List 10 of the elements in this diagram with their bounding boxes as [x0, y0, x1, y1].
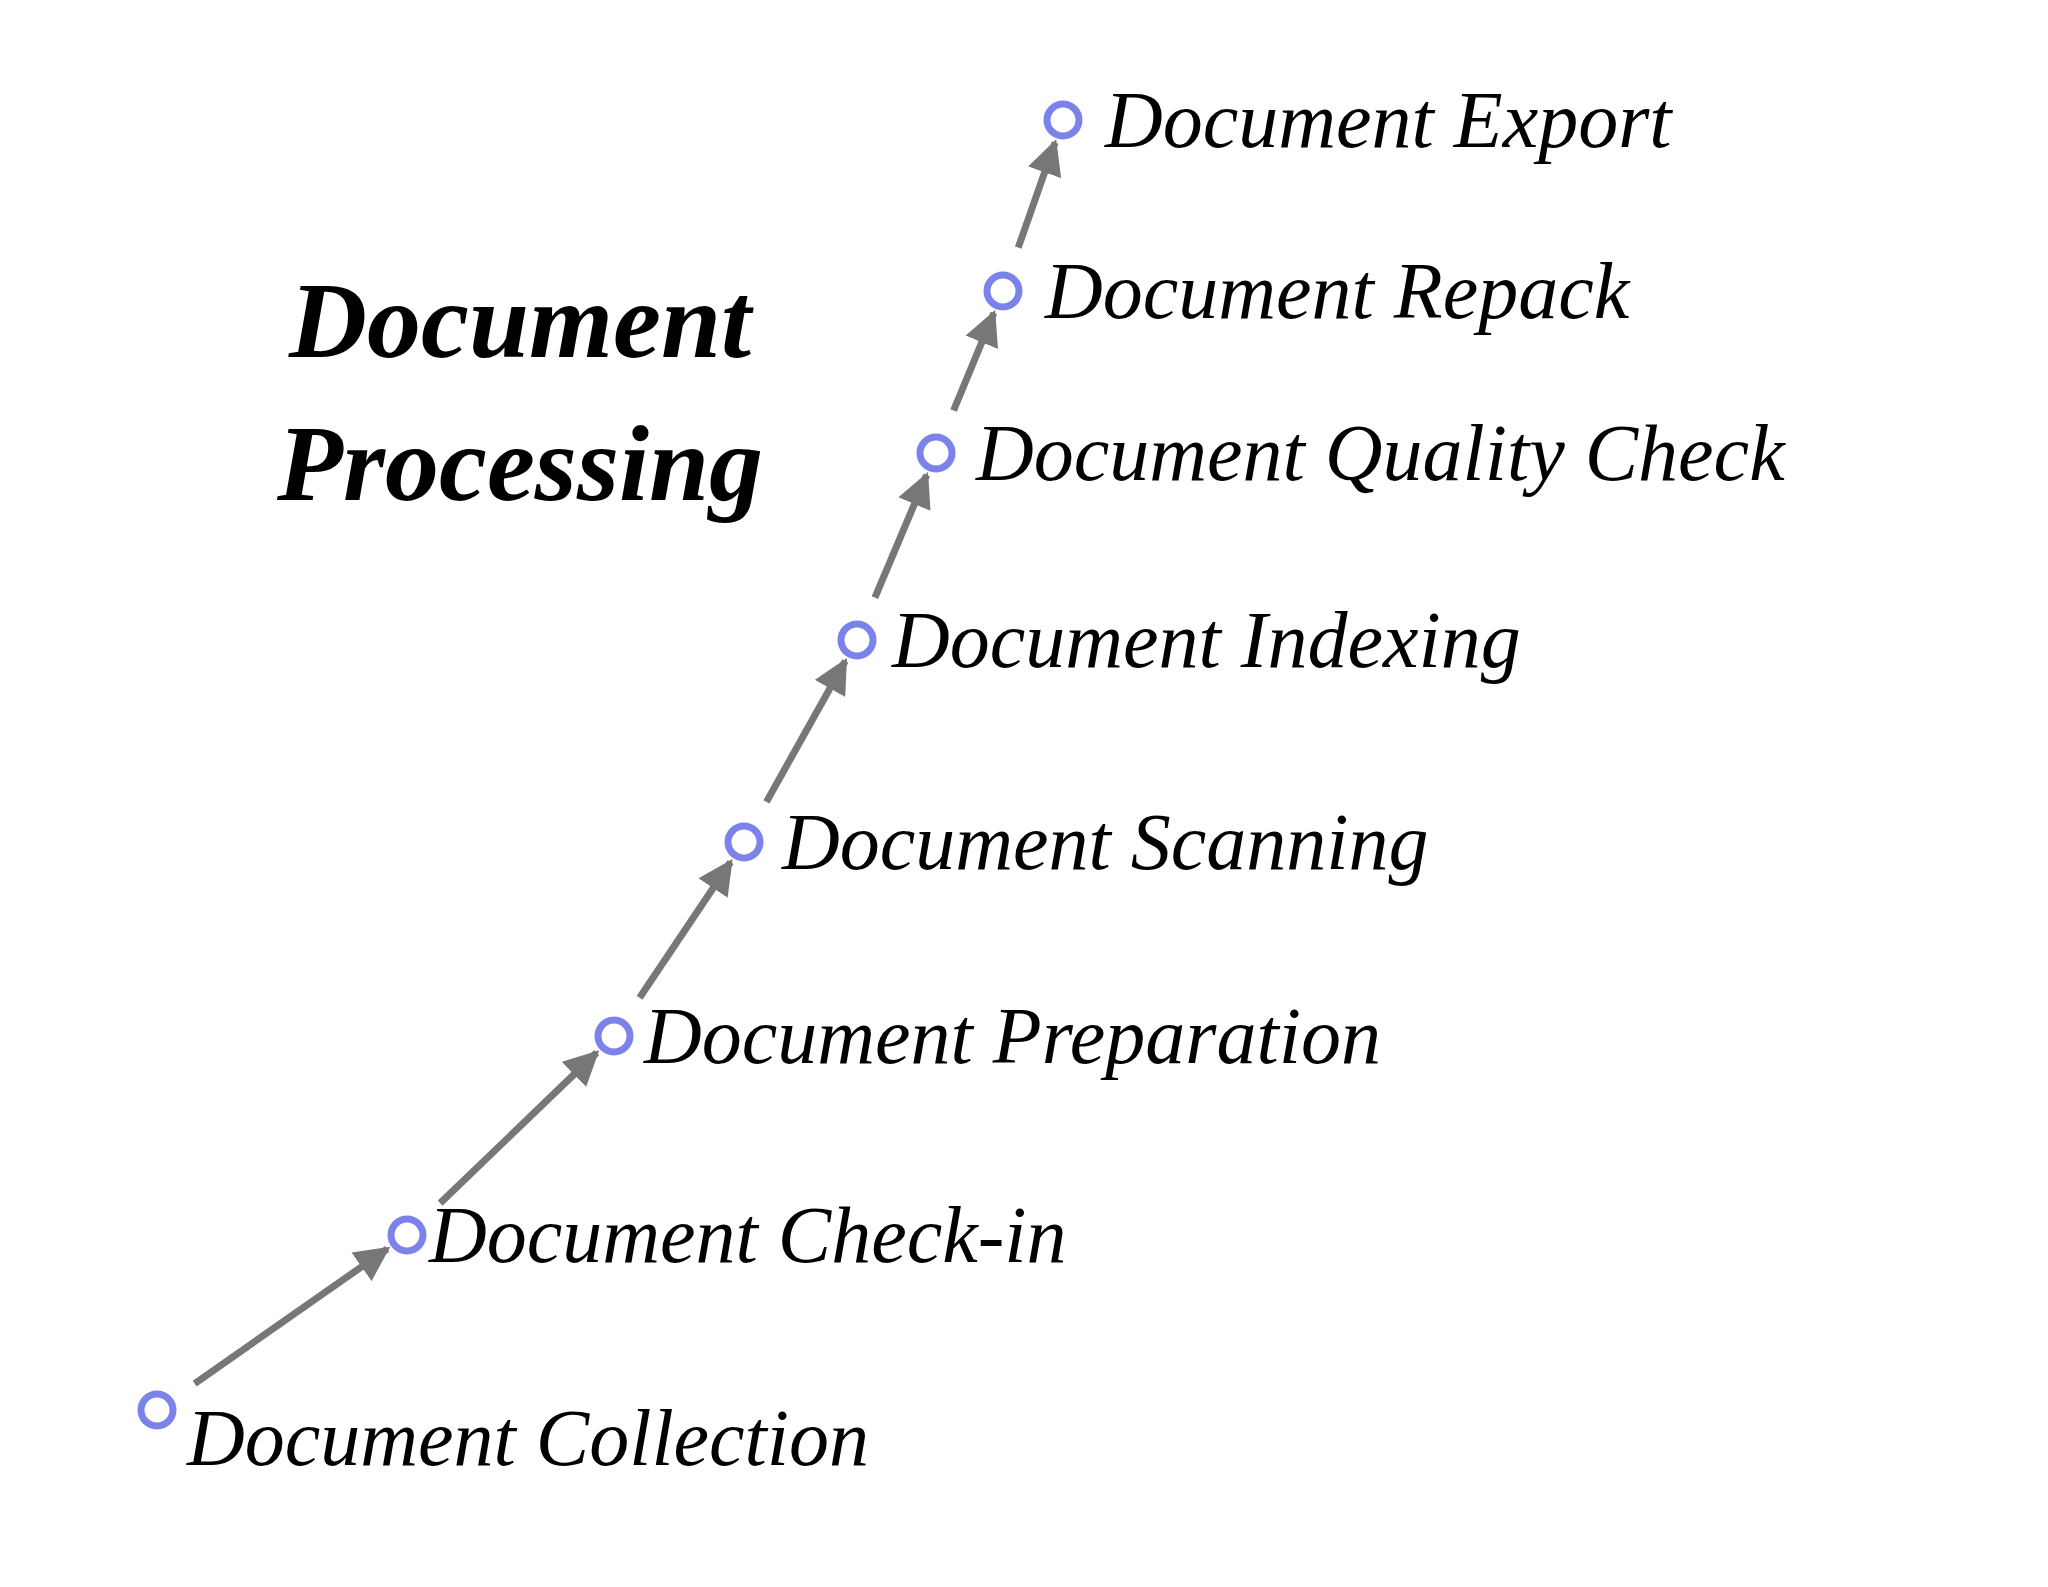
arrow	[192, 1245, 391, 1387]
arrow	[1014, 139, 1062, 249]
arrow	[950, 309, 998, 412]
step-label: Document Check-in	[429, 1195, 1067, 1275]
arrow	[871, 471, 931, 599]
step-label: Document Collection	[187, 1398, 870, 1478]
diagram-title: Document Processing	[276, 260, 764, 525]
arrow	[763, 657, 849, 804]
arrow	[636, 859, 734, 1000]
arrow	[437, 1050, 600, 1206]
